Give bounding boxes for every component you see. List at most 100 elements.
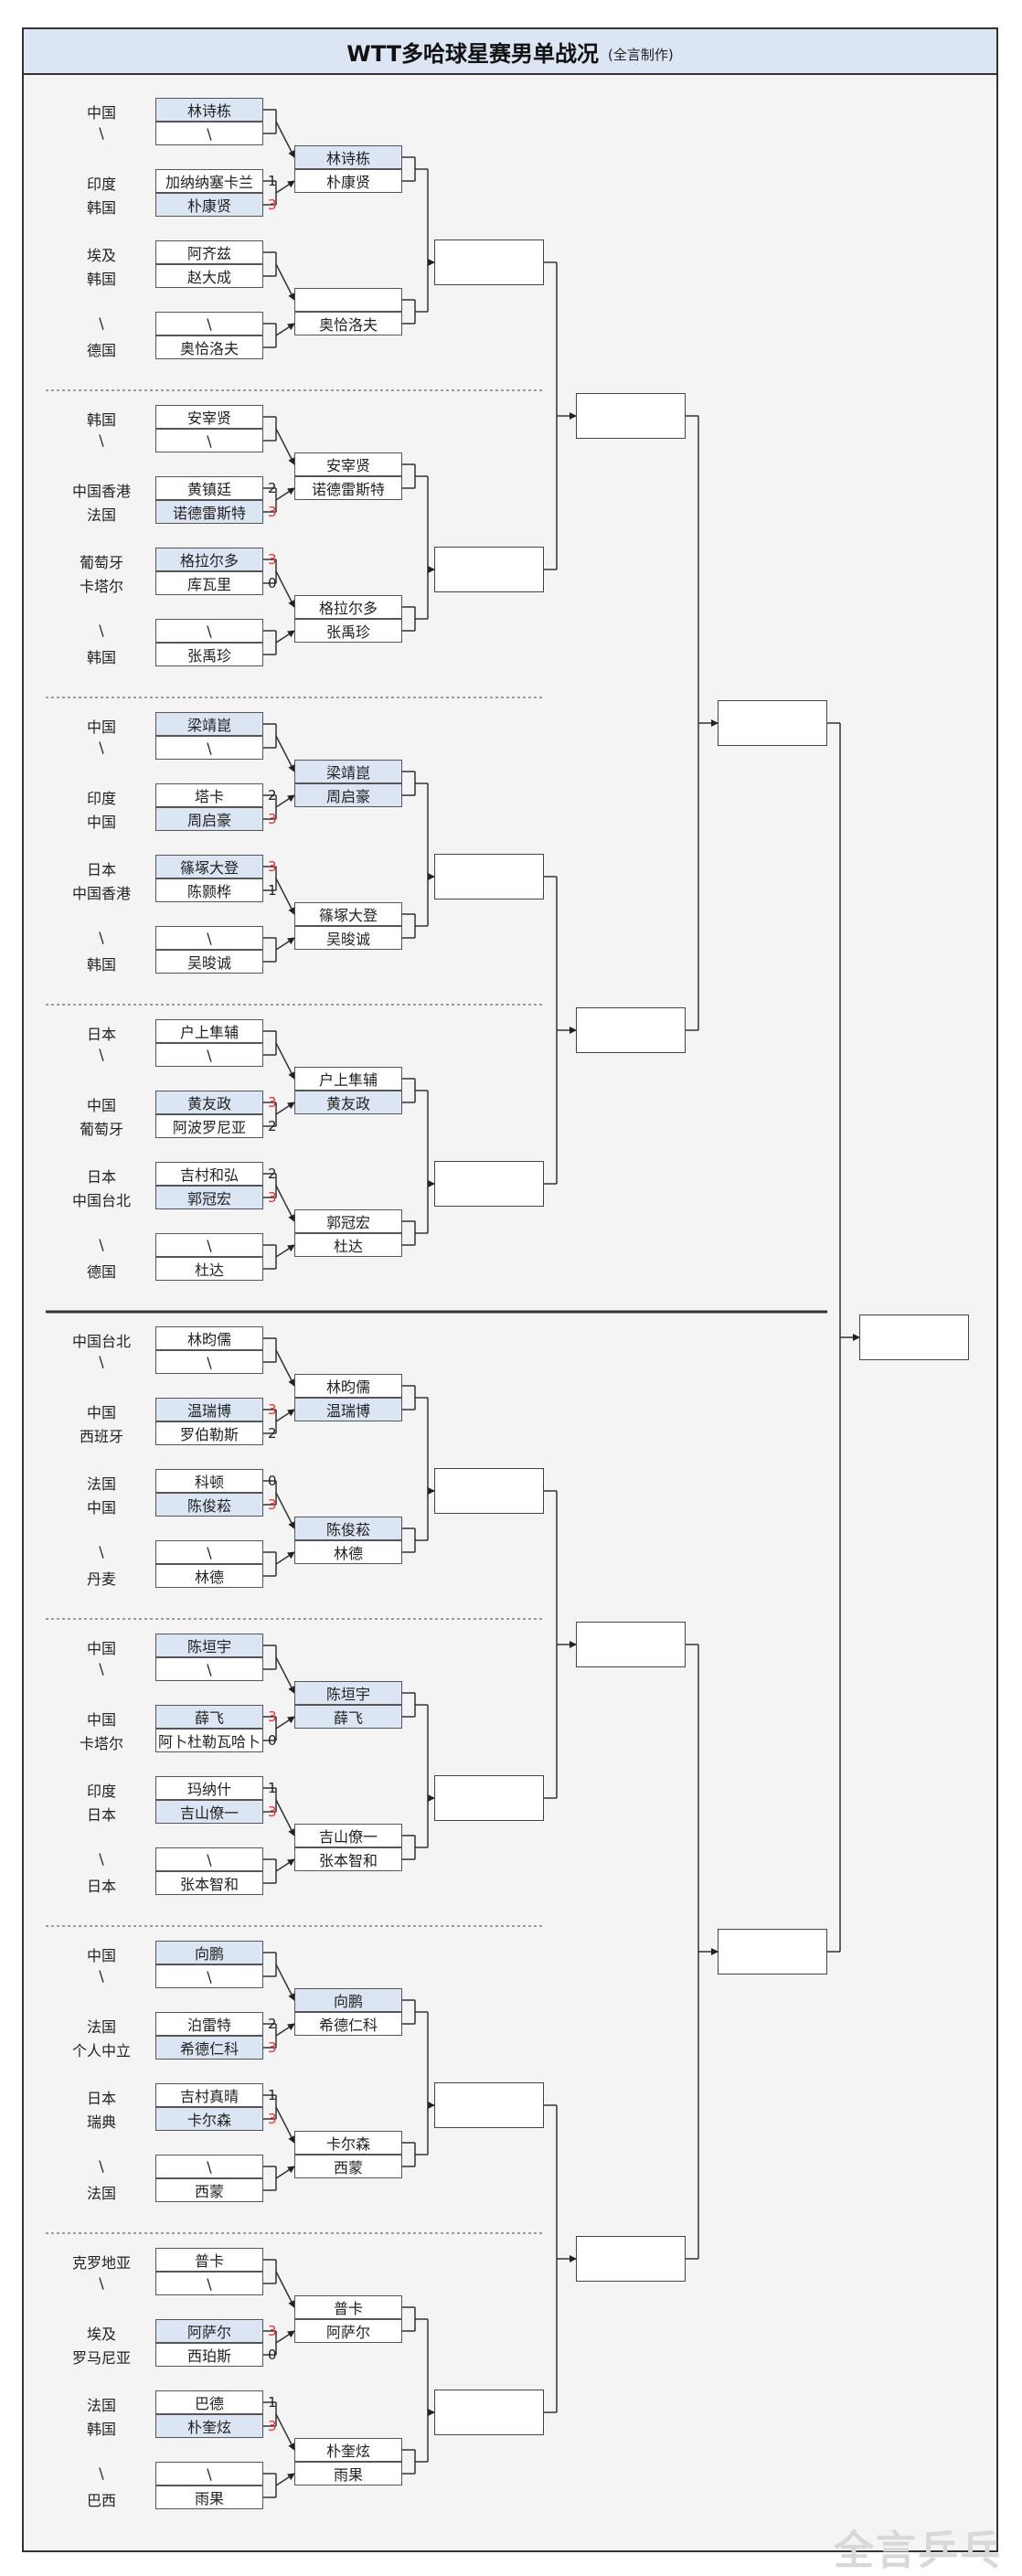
player-country: 西班牙 [79, 1428, 123, 1445]
r16-name-cell: 林德 [294, 1540, 402, 1564]
connector-line [275, 1551, 295, 1565]
player-name-cell: 林诗栋 [155, 98, 263, 122]
match-score: 3 [268, 504, 277, 520]
r16-name-cell: 朴康贤 [294, 169, 402, 193]
player-country: 日本 [86, 861, 116, 878]
player-name-cell: \ [155, 1964, 263, 1988]
player-name-cell: 陈颢桦 [155, 878, 263, 902]
player-name-cell: \ [155, 619, 263, 643]
r16-name-cell: 朴奎炫 [294, 2438, 402, 2462]
connector-line [275, 121, 295, 158]
player-name-cell: 周启豪 [155, 807, 263, 831]
connector-line [275, 428, 295, 465]
player-name-cell: \ [155, 1657, 263, 1681]
match-score: 3 [268, 1189, 277, 1206]
connector-line [275, 1858, 295, 1872]
player-name-cell: \ [155, 736, 263, 760]
connector-line [275, 1185, 295, 1222]
r16-name-cell: 薛飞 [294, 1705, 402, 1729]
connector-line [275, 794, 295, 808]
player-country: 韩国 [86, 956, 116, 974]
connector-line [275, 1656, 295, 1694]
player-name-cell: 巴德 [155, 2390, 263, 2414]
player-country: 日本 [86, 1168, 116, 1186]
connector-line [275, 630, 295, 644]
match-score: 0 [268, 575, 277, 591]
r16-name-cell [294, 288, 402, 312]
player-country: 法国 [86, 2185, 116, 2202]
player-country: 中国 [86, 1404, 116, 1421]
match-score: 1 [268, 173, 277, 189]
match-score: 2 [268, 1425, 277, 1442]
connector-line [275, 1799, 295, 1836]
player-name-cell: 科顿 [155, 1469, 263, 1493]
connector-line [275, 735, 295, 772]
player-country: 法国 [86, 1475, 116, 1493]
final-slot [718, 1929, 827, 1975]
match-score: 3 [268, 858, 277, 875]
champion-slot [859, 1315, 969, 1360]
player-country: 中国 [86, 814, 116, 831]
player-country: 德国 [86, 342, 116, 359]
match-score: 3 [268, 1804, 277, 1820]
r16-name-cell: 陈垣宇 [294, 1681, 402, 1705]
player-name-cell: 张禹珍 [155, 643, 263, 666]
connector-line [275, 2473, 295, 2486]
r16-name-cell: 郭冠宏 [294, 1209, 402, 1233]
player-country: 巴西 [86, 2492, 116, 2509]
player-name-cell: \ [155, 1847, 263, 1871]
player-name-cell: 郭冠宏 [155, 1186, 263, 1209]
player-name-cell: 温瑞博 [155, 1398, 263, 1421]
player-country: 中国台北 [71, 1192, 131, 1209]
player-name-cell: \ [155, 429, 263, 452]
match-score: 3 [268, 197, 277, 213]
player-name-cell: 西珀斯 [155, 2343, 263, 2367]
r16-name-cell: 安宰贤 [294, 452, 402, 476]
player-name-cell: 阿波罗尼亚 [155, 1114, 263, 1138]
player-name-cell: 阿卜杜勒瓦哈卜 [155, 1729, 263, 1752]
player-country: 中国台北 [71, 1333, 131, 1350]
r16-name-cell: 张本智和 [294, 1847, 402, 1871]
player-country: 中国 [86, 1947, 116, 1964]
player-name-cell: 普卡 [155, 2248, 263, 2272]
player-name-cell: 诺德雷斯特 [155, 500, 263, 524]
connector-line [275, 570, 295, 608]
player-country: 日本 [86, 1878, 116, 1895]
player-name-cell: 户上隼辅 [155, 1019, 263, 1043]
match-score: 0 [268, 1473, 277, 1489]
match-score: 3 [268, 811, 277, 827]
player-country: 印度 [86, 176, 116, 193]
connector-line [275, 2271, 295, 2308]
semifinal-slot [576, 393, 686, 439]
match-score: 1 [268, 2087, 277, 2103]
player-name-cell: 赵大成 [155, 264, 263, 288]
match-score: 0 [268, 2347, 277, 2363]
r16-name-cell: 篠塚大登 [294, 902, 402, 926]
player-name-cell: \ [155, 1540, 263, 1564]
r16-name-cell: 温瑞博 [294, 1398, 402, 1421]
connector-line [275, 1349, 295, 1387]
player-name-cell: 陈垣宇 [155, 1634, 263, 1657]
connector-line [275, 2166, 295, 2179]
r16-name-cell: 普卡 [294, 2295, 402, 2319]
player-name-cell: 黄镇廷 [155, 476, 263, 500]
player-country: \ [99, 1353, 104, 1370]
player-name-cell: \ [155, 1350, 263, 1374]
player-name-cell: 林昀儒 [155, 1326, 263, 1350]
player-name-cell: 玛纳什 [155, 1776, 263, 1800]
r16-name-cell: 黄友政 [294, 1091, 402, 1114]
connector-line [275, 937, 295, 951]
player-country: 韩国 [86, 199, 116, 217]
player-country: 日本 [86, 2090, 116, 2107]
r16-name-cell: 户上隼辅 [294, 1067, 402, 1091]
connector-line [275, 487, 295, 501]
title-bar: WTT多哈球星赛男单战况 (全言制作) [24, 29, 996, 75]
player-name-cell: 安宰贤 [155, 405, 263, 429]
r16-name-cell: 陈俊菘 [294, 1517, 402, 1540]
connector-line [275, 2413, 295, 2451]
player-name-cell: 吴晙诚 [155, 950, 263, 974]
player-country: 葡萄牙 [79, 554, 123, 571]
quarterfinal-slot [434, 1775, 544, 1821]
r16-name-cell: 林昀儒 [294, 1374, 402, 1398]
